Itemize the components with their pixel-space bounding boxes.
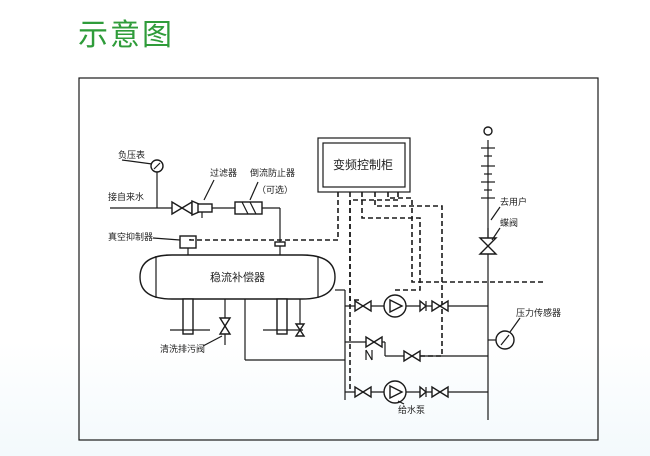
- inlet-valve-icon: [171, 200, 193, 216]
- to-user-leader: [490, 206, 501, 221]
- vacuum-suppressor-icon: [179, 235, 197, 255]
- riser-pipe: [481, 126, 495, 420]
- gauge-leader: [121, 159, 153, 165]
- page-title: 示意图: [78, 18, 174, 53]
- stabilizer-tank: [139, 254, 336, 335]
- backflow-leader: [249, 181, 259, 201]
- label-butterfly-valve: 蝶阀: [500, 217, 518, 229]
- label-from-tap-water: 接自来水: [108, 191, 144, 203]
- drain-valve-icon: [218, 299, 232, 345]
- negative-pressure-gauge-icon: [150, 159, 164, 208]
- label-feed-pump: 给水泵: [398, 404, 425, 416]
- vacuum-leader: [152, 237, 181, 241]
- label-drain-valve: 清洗排污阀: [160, 343, 205, 355]
- label-to-user: 去用户: [500, 196, 527, 208]
- label-optional: （可选）: [257, 184, 293, 196]
- tank-outlet-pipe: [244, 289, 346, 400]
- pressure-leader: [509, 317, 521, 333]
- vfd-cabinet: [317, 137, 411, 193]
- label-filter: 过滤器: [210, 167, 237, 179]
- tank-bottom-valve-icon: [294, 299, 306, 337]
- tank-inlet-flange: [274, 241, 286, 247]
- label-negative-pressure-gauge: 负压表: [118, 149, 145, 161]
- label-vacuum-suppressor: 真空抑制器: [108, 231, 153, 243]
- diagram-frame: [78, 77, 599, 441]
- label-backflow-preventer: 倒流防止器: [250, 167, 295, 179]
- backflow-preventer-icon: [234, 201, 263, 215]
- pressure-sensor-icon: [488, 330, 515, 350]
- filter-leader: [203, 179, 215, 201]
- label-stabilizer-tank: 稳流补偿器: [210, 270, 265, 284]
- butterfly-leader: [491, 227, 501, 241]
- feed-pump-leader: [397, 400, 405, 405]
- label-pressure-sensor: 压力传感器: [516, 307, 561, 319]
- butterfly-valve-icon: [478, 228, 498, 255]
- label-vfd-cabinet: 变频控制柜: [333, 157, 393, 172]
- drain-leader: [202, 335, 223, 347]
- pump-row-1: [345, 294, 488, 318]
- filter-icon: [191, 199, 213, 218]
- pump-row-2: [345, 380, 488, 404]
- bypass-row: [345, 335, 488, 363]
